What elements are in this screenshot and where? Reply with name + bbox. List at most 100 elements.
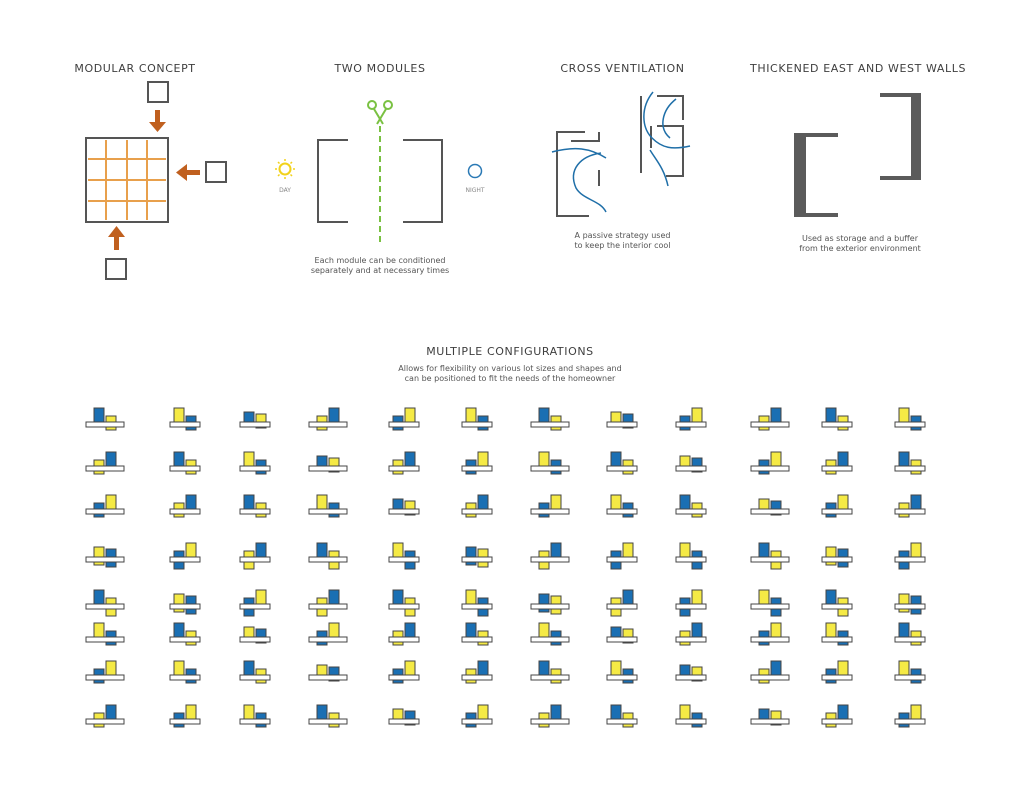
- configuration-thumbnail: [461, 451, 493, 475]
- configuration-thumbnail: [675, 542, 707, 570]
- configuration-thumbnail: [894, 593, 926, 615]
- two-modules-caption: Each module can be conditioned separatel…: [300, 256, 460, 276]
- module-square-bottom: [105, 258, 127, 280]
- modular-concept-title: MODULAR CONCEPT: [74, 62, 196, 75]
- configuration-thumbnail: [750, 451, 790, 475]
- configuration-thumbnail: [750, 407, 790, 431]
- configuration-thumbnail: [388, 407, 420, 431]
- configuration-thumbnail: [606, 494, 638, 518]
- configuration-thumbnail: [675, 589, 707, 617]
- module-square-right: [205, 161, 227, 183]
- configuration-thumbnail: [169, 660, 201, 684]
- configuration-thumbnail: [85, 451, 125, 475]
- configuration-thumbnail: [239, 626, 271, 644]
- configuration-thumbnail: [750, 498, 790, 516]
- configuration-thumbnail: [606, 589, 638, 617]
- configurations-subtitle: Allows for flexibility on various lot si…: [360, 364, 660, 384]
- configuration-thumbnail: [675, 622, 707, 646]
- configuration-thumbnail: [239, 542, 271, 570]
- configuration-thumbnail: [169, 451, 201, 475]
- configuration-thumbnail: [308, 704, 348, 728]
- configuration-thumbnail: [169, 704, 201, 728]
- thickened-walls-caption-line-2: from the exterior environment: [799, 244, 921, 253]
- configuration-thumbnail: [169, 593, 201, 615]
- configurations-subtitle-line-1: Allows for flexibility on various lot si…: [398, 364, 622, 373]
- configuration-thumbnail: [821, 622, 853, 646]
- configuration-thumbnail: [894, 407, 926, 431]
- configuration-thumbnail: [239, 451, 271, 475]
- configuration-thumbnail: [530, 704, 570, 728]
- configuration-thumbnail: [85, 546, 125, 568]
- configuration-thumbnail: [85, 704, 125, 728]
- sun-icon: [275, 159, 295, 179]
- configuration-thumbnail: [308, 494, 348, 518]
- configuration-thumbnail: [894, 704, 926, 728]
- configuration-thumbnail: [530, 622, 570, 646]
- configuration-thumbnail: [85, 494, 125, 518]
- configuration-thumbnail: [308, 589, 348, 617]
- thickened-walls-caption-line-1: Used as storage and a buffer: [801, 234, 919, 243]
- configuration-thumbnail: [308, 455, 348, 473]
- configuration-thumbnail: [606, 451, 638, 475]
- configuration-thumbnail: [894, 622, 926, 646]
- two-modules-caption-line-1: Each module can be conditioned: [314, 256, 446, 265]
- configuration-thumbnail: [169, 622, 201, 646]
- configuration-thumbnail: [308, 664, 348, 682]
- configuration-thumbnail: [461, 546, 493, 568]
- configuration-thumbnail: [85, 407, 125, 431]
- configuration-thumbnail: [821, 660, 853, 684]
- two-modules-caption-line-2: separately and at necessary times: [310, 266, 450, 275]
- cross-ventilation-caption-line-2: to keep the interior cool: [574, 241, 671, 250]
- configuration-thumbnail: [750, 660, 790, 684]
- configuration-thumbnail: [239, 589, 271, 617]
- configuration-thumbnail: [530, 660, 570, 684]
- configuration-thumbnail: [750, 708, 790, 726]
- configuration-thumbnail: [606, 660, 638, 684]
- configurations-subtitle-line-2: can be positioned to fit the needs of th…: [404, 374, 616, 383]
- configuration-thumbnail: [308, 407, 348, 431]
- configuration-thumbnail: [308, 542, 348, 570]
- configuration-thumbnail: [530, 451, 570, 475]
- configuration-thumbnail: [675, 494, 707, 518]
- configuration-thumbnail: [750, 589, 790, 617]
- configuration-thumbnail: [388, 708, 420, 726]
- configuration-thumbnail: [388, 498, 420, 516]
- configuration-thumbnail: [530, 494, 570, 518]
- module-square-top: [147, 81, 169, 103]
- configuration-thumbnail: [894, 494, 926, 518]
- configuration-thumbnail: [461, 660, 493, 684]
- modular-concept-diagram: [85, 81, 227, 280]
- configuration-thumbnail: [606, 542, 638, 570]
- configuration-thumbnail: [530, 542, 570, 570]
- configuration-thumbnail: [388, 451, 420, 475]
- configuration-thumbnail: [530, 407, 570, 431]
- scissors-icon: [367, 100, 393, 125]
- thickened-walls-title: THICKENED EAST AND WEST WALLS: [750, 62, 967, 75]
- configuration-thumbnail: [821, 451, 853, 475]
- configuration-thumbnail: [85, 622, 125, 646]
- configuration-thumbnail: [239, 494, 271, 518]
- configuration-thumbnail: [675, 455, 707, 473]
- configuration-thumbnail: [461, 704, 493, 728]
- airflow-icon: [551, 91, 691, 213]
- configurations-title: MULTIPLE CONFIGURATIONS: [426, 345, 594, 358]
- thickened-walls-diagram: [794, 93, 921, 217]
- cross-ventilation-caption: A passive strategy used to keep the inte…: [555, 231, 690, 251]
- configuration-thumbnail: [821, 407, 853, 431]
- configuration-thumbnail: [894, 542, 926, 570]
- configuration-thumbnail: [750, 622, 790, 646]
- configuration-thumbnail: [388, 589, 420, 617]
- configuration-thumbnail: [85, 660, 125, 684]
- configuration-thumbnail: [530, 593, 570, 615]
- configuration-thumbnail: [606, 411, 638, 429]
- configuration-thumbnail: [675, 407, 707, 431]
- moon-icon: [467, 163, 483, 179]
- configuration-thumbnail: [750, 542, 790, 570]
- configuration-thumbnail: [388, 542, 420, 570]
- configuration-thumbnail: [821, 589, 853, 617]
- configuration-thumbnail: [606, 626, 638, 644]
- configuration-thumbnail: [239, 660, 271, 684]
- two-modules-diagram: [275, 100, 483, 242]
